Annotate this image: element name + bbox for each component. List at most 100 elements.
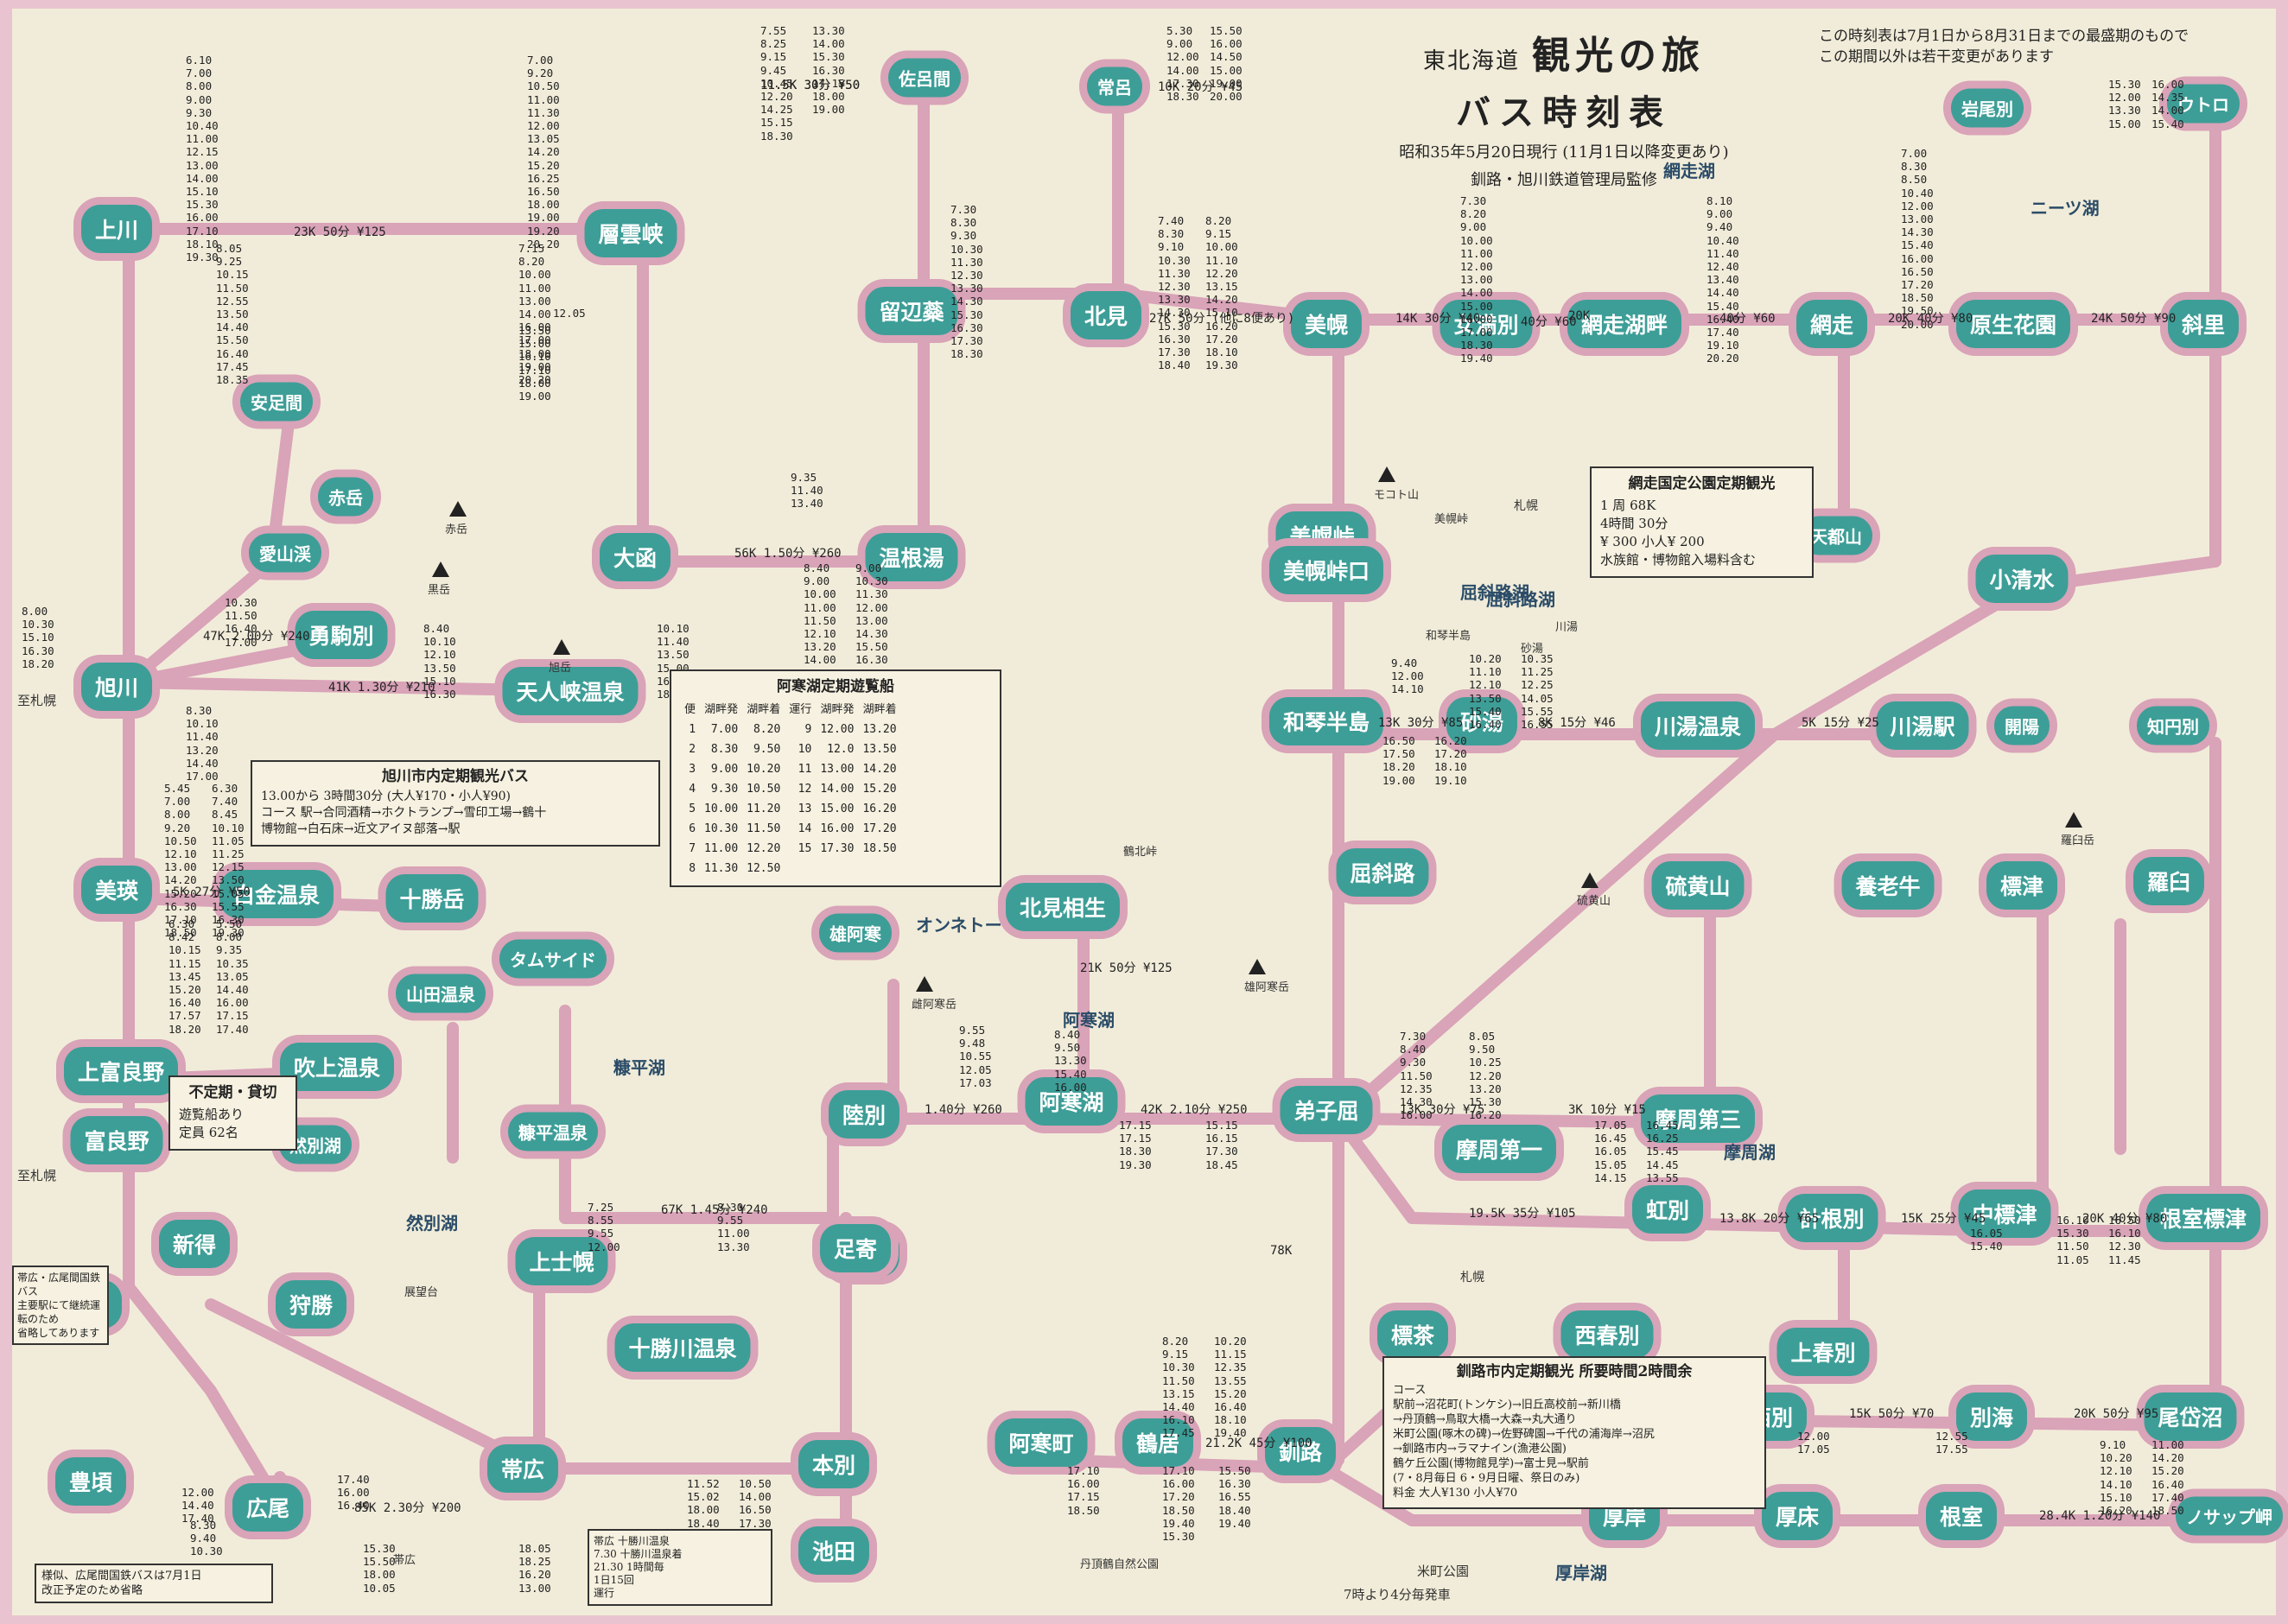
station-kitami: 北見 xyxy=(1070,291,1142,339)
timetable-time: 11.15 xyxy=(168,956,201,970)
section-tsurui_kushiro: 21.2K 45分 ¥100 xyxy=(1205,1437,1312,1450)
station-kawayueki: 川湯駅 xyxy=(1876,701,1969,750)
timetable-time: 8.20 xyxy=(1162,1335,1189,1348)
timetable-time: 12.55 xyxy=(1935,1430,1968,1443)
timetable-time: 8.10 xyxy=(1706,194,1733,207)
kushiro-tour-line-6: 鶴ケ丘公園(博物館見学)→富士見→駅前 xyxy=(1393,1457,1589,1470)
station-chienbetsu: 知円別 xyxy=(2137,706,2209,745)
boat-cell xyxy=(785,859,816,879)
timetable-time: 16.00 xyxy=(1901,251,1934,265)
station-nakashibetsu: 中標津 xyxy=(1958,1189,2051,1238)
boat-col-arr-2: 湖畔着 xyxy=(862,703,897,716)
boat-cell: 10 xyxy=(798,743,812,756)
timetable-time: 17.40 xyxy=(1706,326,1739,339)
kushiro-tour-line-3: →丹頂鶴→鳥取大橋→大森→丸大通り xyxy=(1393,1413,1577,1426)
timetable-time: 12.00 xyxy=(181,1486,214,1499)
timetable-time: 14.30 xyxy=(855,627,888,641)
timetable-time: 16.20 xyxy=(518,1568,551,1582)
timetable-time: 17.20 xyxy=(1205,332,1238,346)
obihiro-bus-line-4: 1日15回 xyxy=(594,1574,634,1586)
timetable-time: 14.20 xyxy=(2151,1451,2184,1465)
timetable-time: 18.40 xyxy=(1158,358,1191,372)
label-sapporo-2: 至札幌 xyxy=(17,1168,57,1183)
boat-cell: 14 xyxy=(798,822,812,835)
timetable-time: 9.00 xyxy=(186,92,213,106)
timetable-time: 17.05 xyxy=(1797,1443,1830,1456)
timetable-time: 16.40 xyxy=(1706,312,1739,326)
station-tenninkyo: 天人峡温泉 xyxy=(502,667,639,715)
timetable-time: 10.15 xyxy=(216,268,249,282)
boat-cell: 5 xyxy=(689,802,696,815)
timetable-time: 14.00 xyxy=(2151,104,2184,117)
section-kitami_bihoro: 27K 50分 (他に8便あり) xyxy=(1149,312,1295,326)
timetable-time: 12.25 xyxy=(1521,678,1554,692)
timetable-time: 14.40 xyxy=(1706,286,1739,300)
timetable-time: 10.10 xyxy=(423,635,456,649)
timetable-time: 9.10 xyxy=(1158,240,1185,254)
station-kamikawa: 上川 xyxy=(80,205,153,253)
timetable-time: 11.30 xyxy=(527,105,560,119)
boat-cell: 13.00 xyxy=(820,763,855,776)
timetable-time: 9.35 xyxy=(791,471,817,484)
timetable-time: 14.00 xyxy=(518,308,551,321)
timetable-time: 10.30 xyxy=(855,574,888,588)
mountain-icon xyxy=(432,561,449,577)
timetable-time: 19.40 xyxy=(1214,1426,1247,1440)
route-kushiro-akkeshi xyxy=(1319,1462,1625,1526)
timetable-time: 8.20 xyxy=(1460,207,1487,221)
section-gensei_shari: 24K 50分 ¥90 xyxy=(2091,312,2177,326)
timetable-time: 11.30 xyxy=(1158,266,1191,280)
label-sapporo-1: 至札幌 xyxy=(17,693,57,708)
timetable-time: 14.40 xyxy=(216,320,249,334)
station-tokoro: 常呂 xyxy=(1087,67,1142,106)
station-yoroushi: 養老牛 xyxy=(1841,861,1935,910)
timetable-time: 15.00 xyxy=(1460,299,1493,313)
timetable-time: 17.30 xyxy=(1158,346,1191,359)
timetable-time: 12.55 xyxy=(216,294,249,308)
timetable-time: 13.30 xyxy=(717,1240,750,1253)
lake-shikaribetsuko: 然別湖 xyxy=(406,1213,458,1234)
label-sapporo-3: 札幌 xyxy=(1514,499,1538,513)
timetable-time: 15.40 xyxy=(1469,704,1502,718)
boat-cell: 13.50 xyxy=(862,743,897,756)
timetable-time: 18.50 xyxy=(2151,1504,2184,1518)
timetable-time: 7.30 xyxy=(1460,194,1487,207)
timetable-time: 13.30 xyxy=(812,24,845,37)
timetable-time: 10.00 xyxy=(1205,240,1238,254)
section-mashu_3: 3K 10分 ¥15 xyxy=(1568,1103,1646,1117)
timetable-time: 15.50 xyxy=(216,333,249,347)
timetable-time: 9.00 xyxy=(855,561,882,574)
boat-cell: 11.30 xyxy=(704,862,739,875)
timetable-time: 12.00 xyxy=(527,119,560,133)
boat-cell: 13 xyxy=(798,802,812,815)
timetable-time: 8.00 xyxy=(186,79,213,93)
timetable-time: 13.50 xyxy=(518,324,551,337)
timetable-time: 10.05 xyxy=(363,1581,396,1595)
timetable-time: 15.00 xyxy=(518,337,551,351)
timetable-time: 16.40 xyxy=(1214,1400,1247,1414)
station-sounkyo: 層雲峡 xyxy=(584,209,677,257)
section-shibecha_kushiro: 78K xyxy=(1270,1244,1293,1258)
section-daibako_onneyu: 56K 1.50分 ¥260 xyxy=(734,547,842,561)
abashiri-tour-head: 網走国定公園定期観光 xyxy=(1628,475,1776,492)
label-sapporo-4: 札幌 xyxy=(1460,1271,1484,1285)
timetable-time: 17.55 xyxy=(1935,1443,1968,1456)
station-shibecha: 標茶 xyxy=(1376,1310,1449,1359)
section-kawayu_kawayueki: 5K 15分 ¥25 xyxy=(1802,716,1879,730)
station-nishishunbetsu: 西春別 xyxy=(1560,1310,1654,1359)
boat-cell: 15 xyxy=(798,842,812,855)
timetable-time: 13.05 xyxy=(527,132,560,146)
timetable-time: 18.35 xyxy=(216,373,249,387)
timetable-time: 18.50 xyxy=(1162,1503,1195,1517)
section-nijibetsu_kenebetsu: 13.8K 20分 ¥65 xyxy=(1719,1212,1820,1226)
boat-cell: 18.50 xyxy=(862,842,897,855)
